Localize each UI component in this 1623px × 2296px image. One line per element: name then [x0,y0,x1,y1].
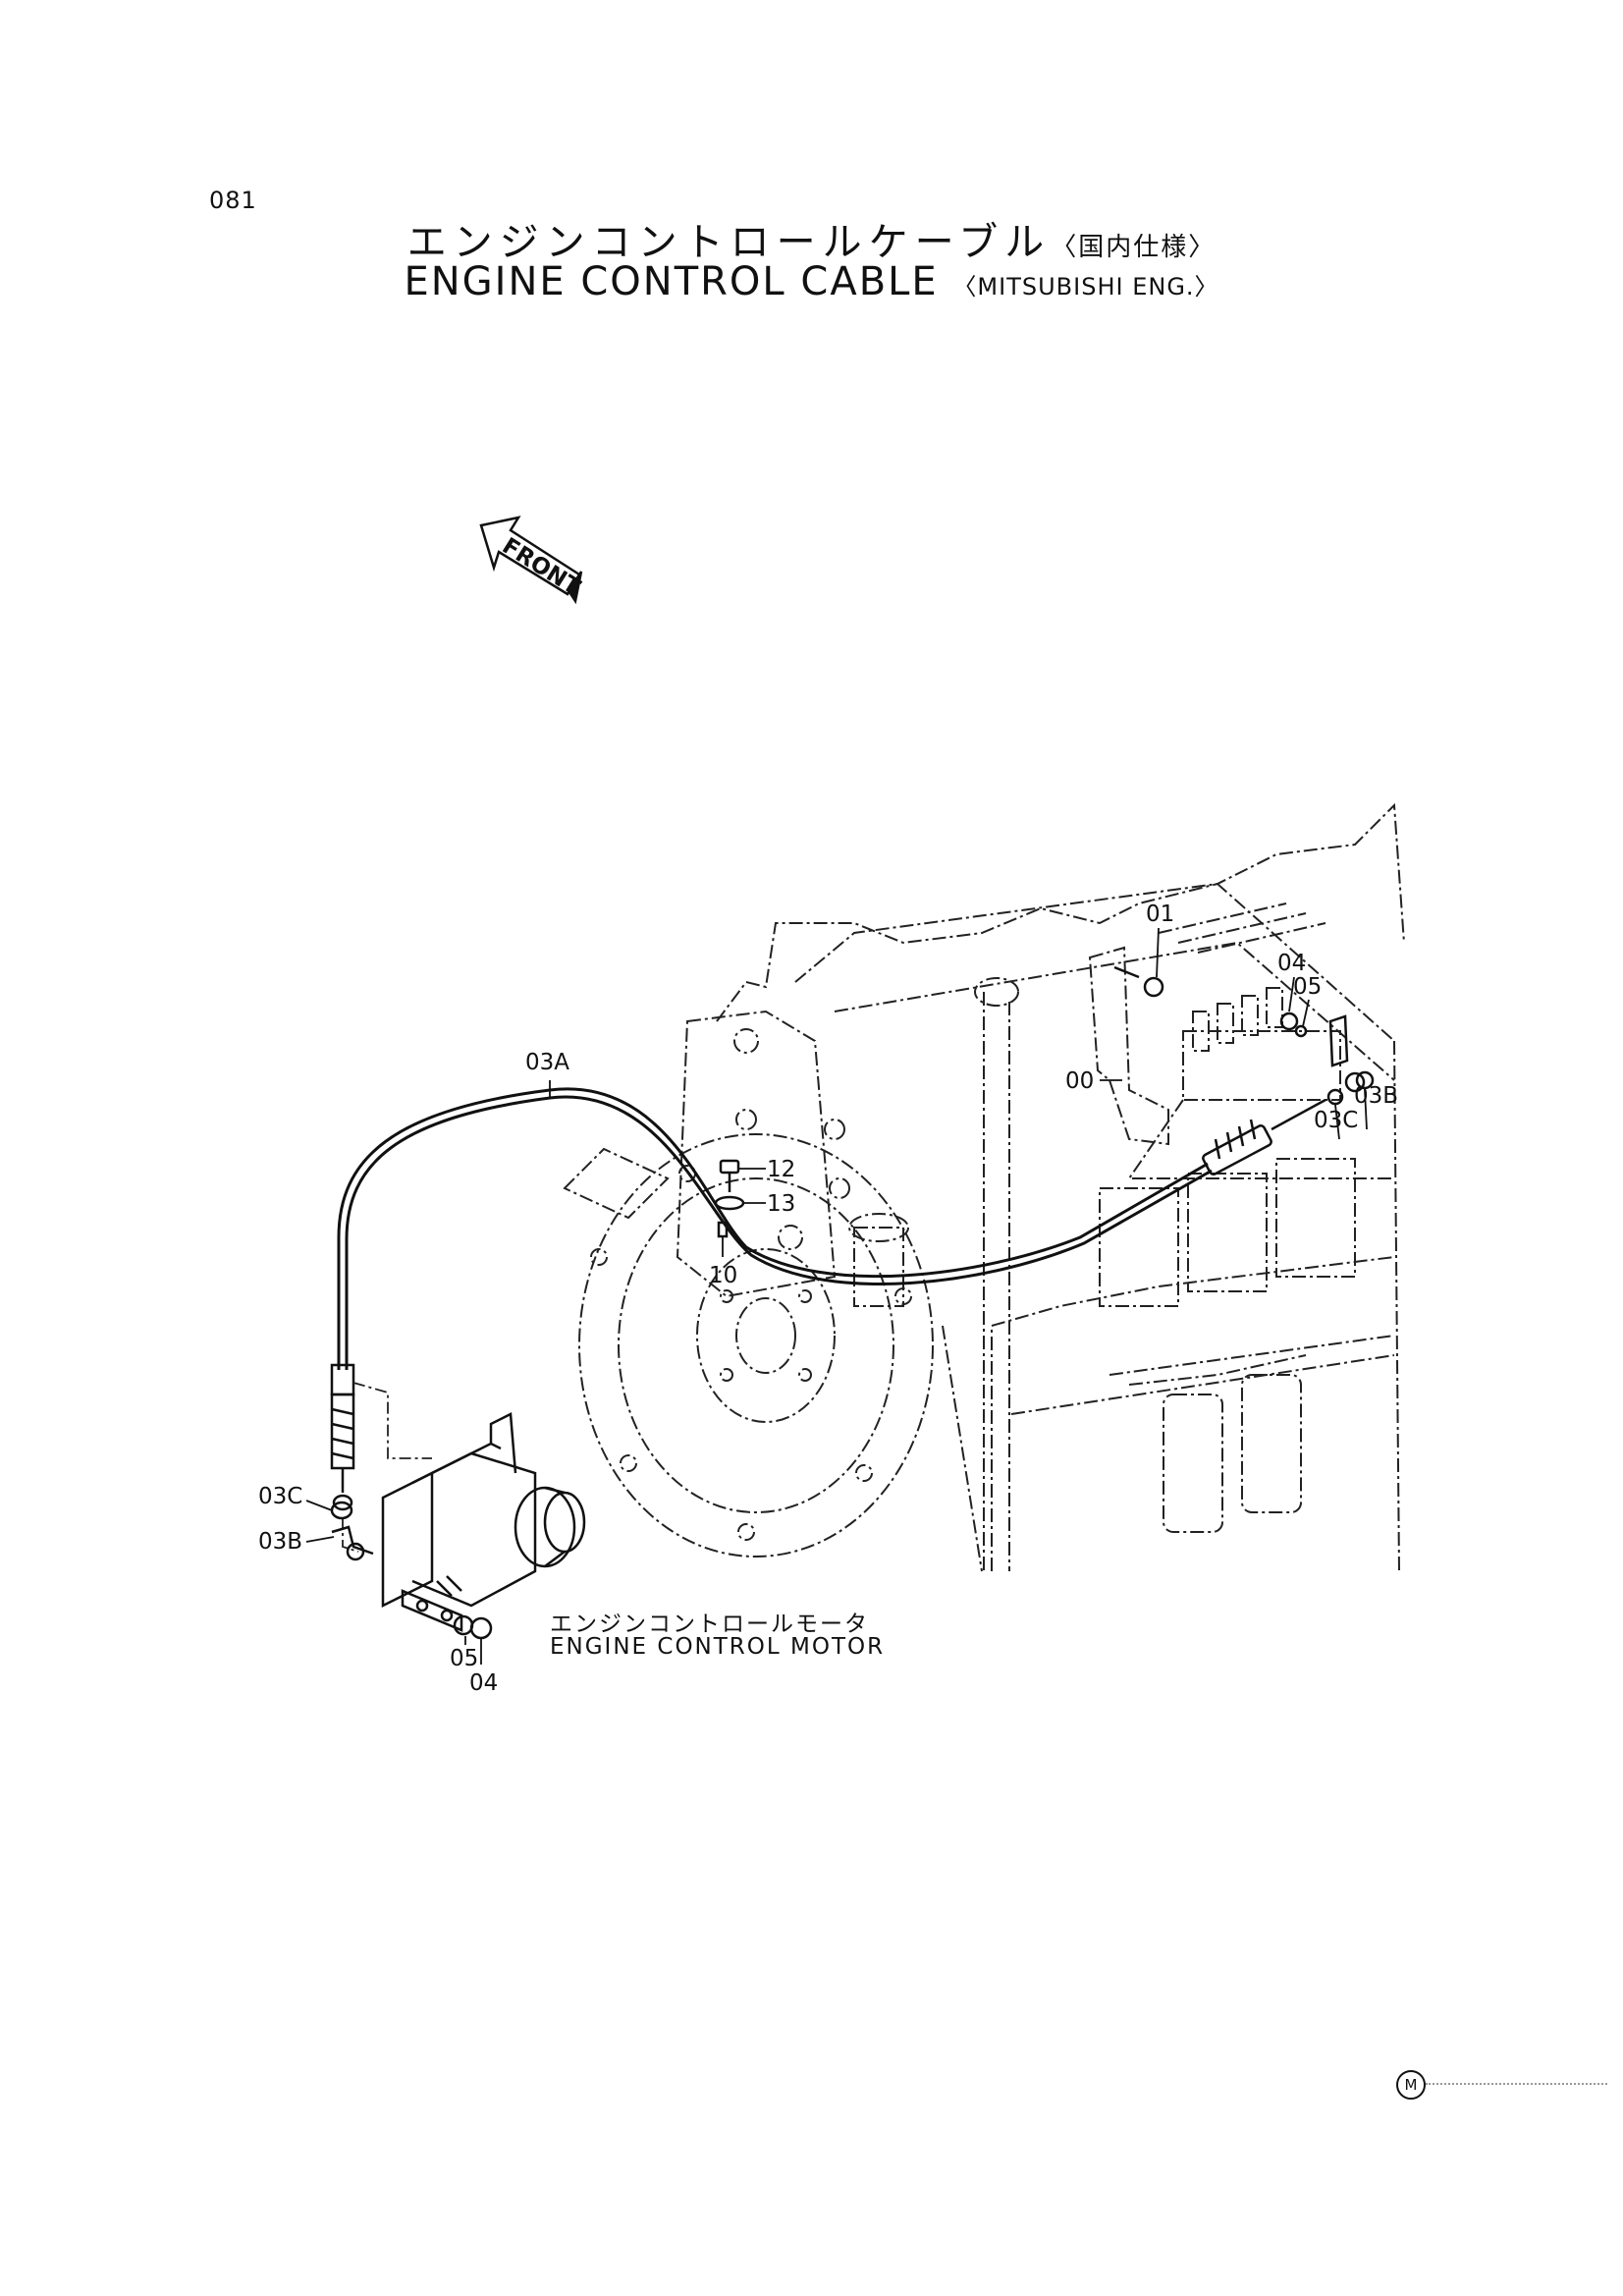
title-jp-sub: 〈国内仕様〉 [1051,233,1217,262]
callout-00: 00 [1065,1068,1094,1094]
callout-04-top: 04 [1277,951,1306,976]
bolt-12-washer-13 [714,1159,745,1238]
front-arrow-label: FRONT [498,533,585,601]
front-arrow: FRONT [479,516,585,605]
callout-04-bottom: 04 [469,1670,498,1696]
motor-label-japanese: エンジンコントロールモータ [550,1612,869,1637]
callout-01: 01 [1146,902,1174,927]
callout-10: 10 [709,1263,737,1288]
callout-05-bottom: 05 [450,1646,478,1671]
callout-05-top: 05 [1293,974,1322,1000]
machine-mark-badge: M [1396,2070,1426,2100]
motor-label-english: ENGINE CONTROL MOTOR [550,1634,886,1660]
motor-fasteners [330,1501,493,1640]
footer-dotted-line [1426,2083,1607,2085]
callout-labels: 01 04 05 00 03B 03C 03A 12 13 10 03C 03B… [258,902,1398,1696]
leader-lines [305,927,1368,1665]
callout-03B-top: 03B [1354,1083,1398,1109]
page-number: 081 [209,187,257,214]
title-jp-main: エンジンコントロールケーブル [406,220,1052,265]
title-en-sub: 〈MITSUBISHI ENG.〉 [952,273,1219,301]
assembly-guide-lines [342,1382,432,1553]
top-fasteners [1113,965,1375,1090]
callout-03A: 03A [525,1050,569,1075]
callout-03B-left: 03B [258,1529,302,1555]
cable-end-fitting-top [1202,1071,1366,1175]
cable-end-fitting-bottom [330,1363,355,1511]
control-cable [337,1087,1213,1370]
callout-03C-left: 03C [258,1484,302,1509]
title-english: ENGINE CONTROL CABLE 〈MITSUBISHI ENG.〉 [0,259,1623,304]
title-en-main: ENGINE CONTROL CABLE [404,259,939,304]
engine-control-motor [381,1412,586,1632]
callout-13: 13 [767,1191,795,1217]
engine-block [563,802,1405,1572]
callout-03C-top: 03C [1314,1108,1358,1133]
title-japanese: エンジンコントロールケーブル〈国内仕様〉 [0,210,1623,267]
callout-12: 12 [767,1157,795,1182]
